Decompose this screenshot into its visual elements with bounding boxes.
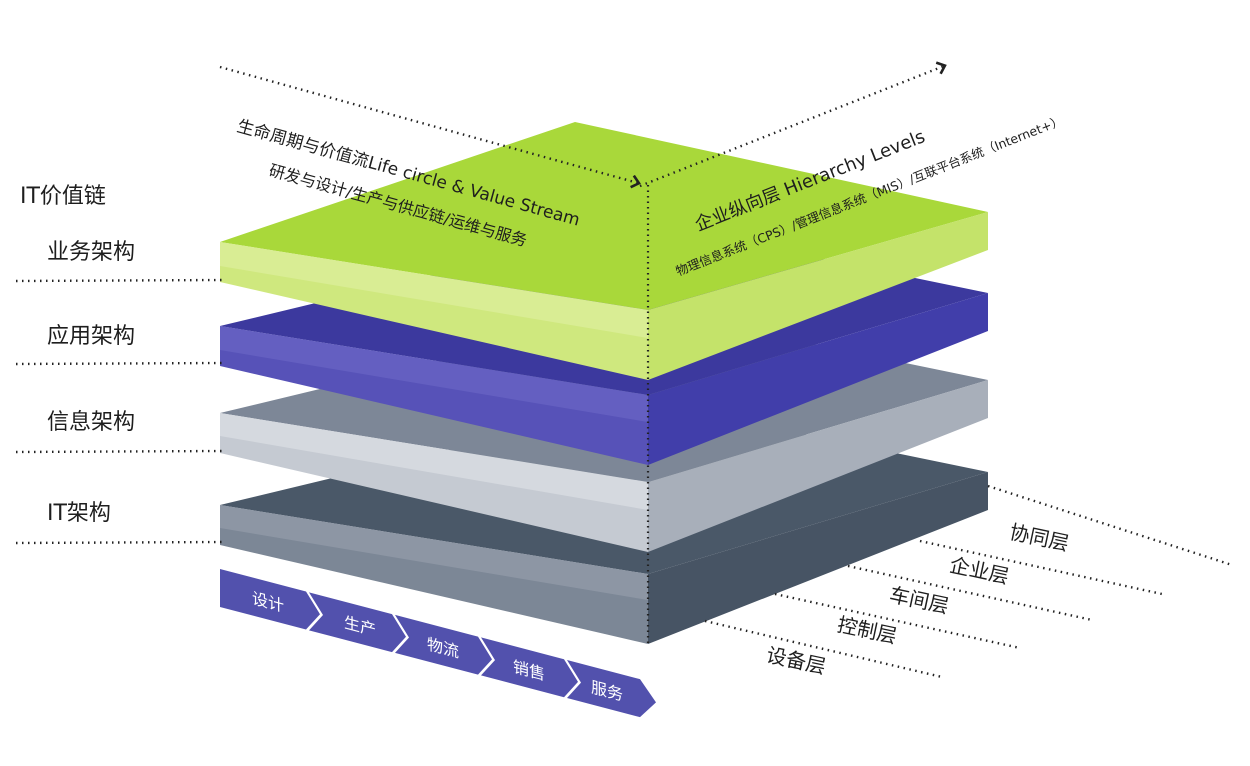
process-chevron-band: 设计 生产 物流 销售 服务 [220,569,656,721]
process-step-design-shape[interactable] [220,569,320,633]
layer-business-architecture [220,122,988,380]
level-device: 设备层 [764,643,828,679]
hierarchy-arrow [639,61,947,188]
level-collaboration: 协同层 [1007,520,1071,556]
label-it-architecture: IT架构 [47,501,111,526]
label-information-architecture: 信息架构 [47,410,135,435]
level-workshop: 车间层 [887,582,951,618]
level-control: 控制层 [835,612,899,648]
label-business-architecture: 业务架构 [47,240,135,265]
left-separators [15,278,223,545]
right-hierarchy-lines [704,484,1233,679]
process-step-service-shape[interactable] [567,659,656,721]
label-application-architecture: 应用架构 [47,324,135,349]
lifecycle-arrow [219,65,641,189]
it-value-chain-title: IT价值链 [20,184,106,209]
level-enterprise: 企业层 [947,553,1011,589]
process-step-logistics-shape[interactable] [395,614,492,678]
process-step-sales-shape[interactable] [481,637,578,700]
process-step-production-shape[interactable] [309,592,406,655]
